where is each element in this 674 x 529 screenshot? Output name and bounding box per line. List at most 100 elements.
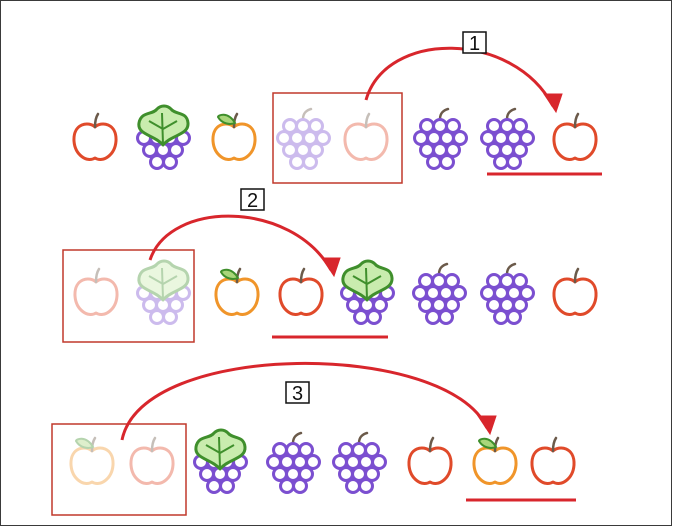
grape-icon <box>136 259 191 325</box>
apple-body <box>552 277 598 316</box>
grape-berry <box>168 297 184 313</box>
move-arrow-curve <box>364 46 555 107</box>
move-arrow-head <box>543 93 563 114</box>
apple-icon <box>69 436 115 485</box>
move-arrow-curve <box>148 214 333 271</box>
grape-berry <box>149 285 165 301</box>
step-label-box <box>240 188 265 211</box>
sequence-row-1 <box>72 92 602 184</box>
grape-berry <box>519 285 535 301</box>
move-arrow <box>364 46 563 114</box>
apple-stem <box>573 112 580 129</box>
grape-berry <box>298 442 314 458</box>
apple-leaf <box>477 437 498 449</box>
apple-stem <box>428 436 435 453</box>
apple-body <box>472 446 518 485</box>
grape-stem <box>505 262 517 276</box>
grape-berry <box>372 297 388 313</box>
grape-berry <box>168 142 184 158</box>
grape-berry <box>279 478 295 494</box>
move-arrow <box>148 214 341 278</box>
step-label: 3 <box>285 381 310 405</box>
apple-stem <box>551 436 558 453</box>
grape-berry <box>292 478 308 494</box>
grape-berry <box>302 130 318 146</box>
apple-body <box>73 277 119 316</box>
apple-leaf <box>216 113 237 125</box>
apple-body <box>129 446 175 485</box>
grape-icon <box>193 428 248 494</box>
grape-berry <box>289 154 305 170</box>
apple-stem <box>94 267 101 284</box>
grape-berry <box>315 130 331 146</box>
grape-berry <box>302 154 318 170</box>
apple-stem <box>90 436 97 453</box>
sequence-row-3 <box>51 423 576 516</box>
apple-body <box>552 122 598 161</box>
grape-icon <box>413 107 468 170</box>
grape-stem <box>505 107 517 121</box>
apple-body <box>530 446 576 485</box>
step-label-text: 1 <box>469 33 480 55</box>
apple-icon <box>129 436 175 485</box>
grape-leaf-vein <box>148 267 178 300</box>
apple-stem <box>235 267 242 284</box>
grape-berry <box>519 130 535 146</box>
grape-stem <box>291 431 303 445</box>
grape-icon <box>480 262 535 325</box>
grape-berry <box>282 118 298 134</box>
grape-stem <box>438 107 450 121</box>
apple-stem <box>299 267 306 284</box>
grape-icon <box>276 107 331 170</box>
grape-icon <box>136 104 191 170</box>
grape-berry <box>512 142 528 158</box>
grape-berry <box>512 297 528 313</box>
grape-leaf-vein <box>148 112 178 145</box>
grape-berry <box>308 118 324 134</box>
apple-body <box>407 446 453 485</box>
grape-berry <box>155 297 171 313</box>
grape-stem <box>301 107 313 121</box>
step-label-box <box>462 31 487 54</box>
grape-berry <box>276 130 292 146</box>
apple-icon <box>73 267 119 316</box>
grape-stem <box>161 262 173 276</box>
grape-berry <box>295 142 311 158</box>
apple-leaf <box>219 268 240 280</box>
grape-icon <box>412 262 467 325</box>
apple-stem <box>150 436 157 453</box>
grape-berry <box>451 285 467 301</box>
grape-berry <box>168 273 184 289</box>
grape-berry <box>149 309 165 325</box>
grape-berry <box>142 297 158 313</box>
grape-berry <box>353 309 369 325</box>
grape-berry <box>206 478 222 494</box>
grape-leaf-vein <box>352 267 382 300</box>
apple-icon <box>552 267 598 316</box>
grape-berry <box>445 118 461 134</box>
grape-berry <box>358 478 374 494</box>
apple-icon <box>278 267 324 316</box>
grape-leaf <box>137 104 190 147</box>
apple-icon <box>530 436 576 485</box>
grape-leaf <box>341 259 394 302</box>
grape-berry <box>305 454 321 470</box>
grape-berry <box>308 142 324 158</box>
grape-berry <box>493 309 509 325</box>
apple-body <box>278 277 324 316</box>
grape-berry <box>493 154 509 170</box>
apple-body <box>343 122 389 161</box>
step-label-text: 2 <box>247 190 258 212</box>
grape-berry <box>512 273 528 289</box>
grape-berry <box>426 154 442 170</box>
grape-berry <box>452 130 468 146</box>
grape-berry <box>155 273 171 289</box>
move-arrow-head <box>477 415 497 436</box>
grape-berry <box>345 478 361 494</box>
grape-berry <box>219 478 235 494</box>
apple-stem <box>493 436 500 453</box>
grape-leaf-vein <box>205 436 235 469</box>
grape-berry <box>225 466 241 482</box>
